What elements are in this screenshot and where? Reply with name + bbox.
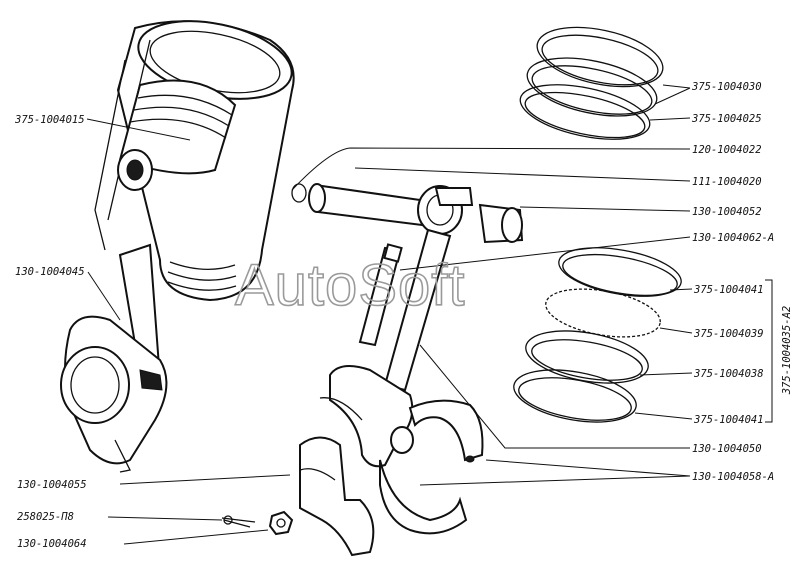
label-cotter-pin: 258025-П8	[17, 511, 74, 523]
compression-rings	[519, 26, 664, 140]
oil-ring-set	[513, 247, 682, 423]
label-piston-pin: 111-1004020	[692, 176, 762, 188]
label-connecting-rod: 130-1004050	[692, 443, 762, 455]
cap-and-bearings	[221, 399, 484, 557]
watermark-text: AutoSoft	[235, 253, 465, 318]
label-cylinder-piston: 375-1004015	[14, 114, 85, 126]
label-oil-ring-set: 375-1004035-А2	[781, 306, 793, 396]
label-bearing-shells: 130-1004058-А	[692, 471, 774, 483]
piston-pin-group	[291, 183, 524, 244]
connecting-rod-group	[319, 228, 452, 468]
label-flat-ring-upper: 375-1004041	[693, 284, 764, 296]
label-expander-ring: 375-1004039	[693, 328, 764, 340]
label-lower-ring: 375-1004025	[691, 113, 762, 125]
part-labels: 375-1004015 130-1004045 130-1004055 2580…	[14, 81, 793, 550]
label-flat-ring-lower: 375-1004041	[693, 414, 764, 426]
label-bottom-cap: 130-1004055	[17, 479, 87, 491]
leader-lines	[86, 84, 773, 545]
label-wavy-ring: 375-1004038	[693, 368, 764, 380]
label-compression-rings: 375-1004030	[691, 81, 762, 93]
label-circlip: 120-1004022	[692, 144, 762, 156]
label-conrod-assembly: 130-1004045	[15, 266, 85, 278]
label-bolt: 130-1004062-А	[692, 232, 774, 244]
cylinder-piston-assembly	[60, 20, 295, 473]
label-nut: 130-1004064	[17, 538, 87, 550]
label-bushing: 130-1004052	[692, 206, 762, 218]
